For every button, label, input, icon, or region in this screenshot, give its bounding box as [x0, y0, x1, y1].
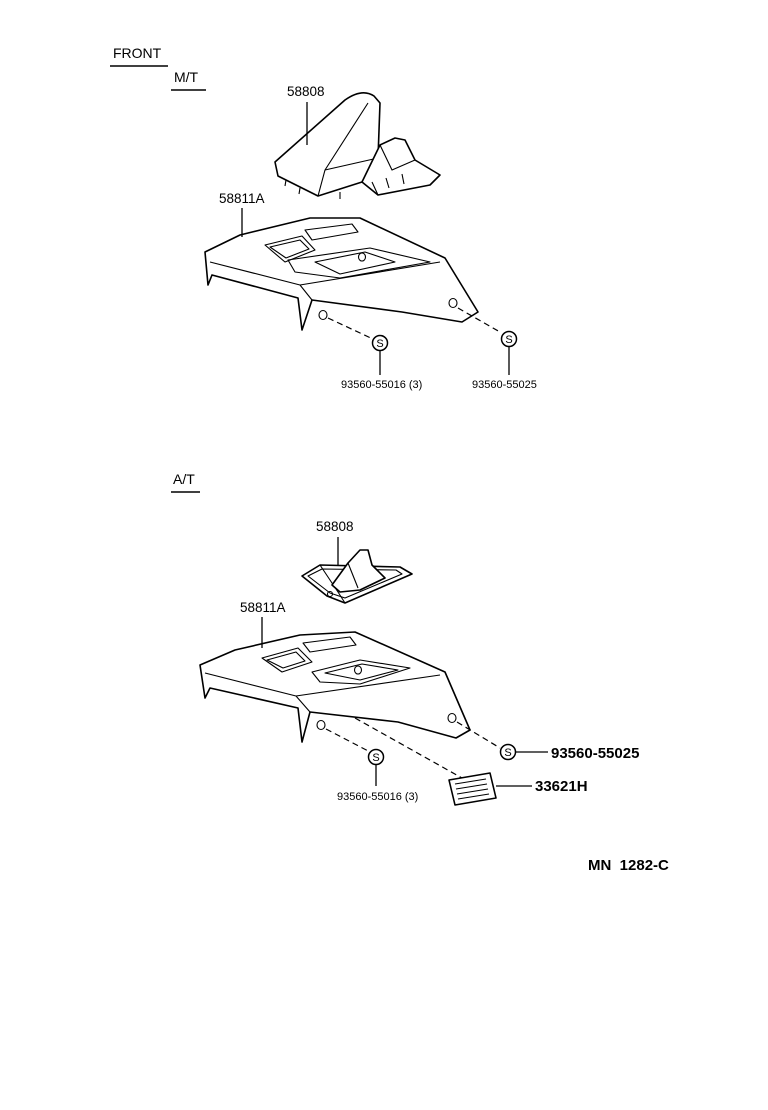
- at-screw-hole-right: [447, 712, 457, 724]
- mt-screw-right-symbol: S: [505, 334, 512, 346]
- mt-screw-right-part-number: 93560-55025: [472, 379, 537, 391]
- at-screw-left-symbol: S: [372, 752, 379, 764]
- front-label: FRONT: [113, 45, 162, 61]
- at-boot-part-number: 58808: [316, 519, 354, 534]
- at-screw-right-icon: [499, 743, 517, 761]
- at-caution-label: [448, 772, 497, 806]
- at-console-part-number: 58811A: [240, 600, 286, 615]
- at-screw-hole-left: [316, 719, 326, 731]
- at-shift-boot: [301, 549, 413, 604]
- at-screw-left-part-number: 93560-55016 (3): [337, 791, 418, 803]
- at-screw-left-icon: [367, 748, 385, 766]
- mt-console-part-number: 58811A: [219, 191, 265, 206]
- mt-console-panel: [204, 217, 479, 331]
- mt-screw-left-dash: [327, 317, 376, 341]
- at-screw-right-symbol: S: [504, 747, 511, 759]
- at-screw-right-dash: [456, 721, 501, 749]
- mt-screw-left-symbol: S: [376, 338, 383, 350]
- mt-screw-right-icon: [500, 330, 518, 348]
- at-screw-left-dash: [325, 728, 373, 754]
- at-title: A/T: [173, 471, 195, 487]
- mt-boot-part-number: 58808: [287, 84, 325, 99]
- at-label-part-number: 33621H: [535, 778, 588, 795]
- at-label-dash: [354, 717, 463, 779]
- mt-screw-hole-right: [448, 297, 458, 309]
- mt-screw-hole-left: [318, 309, 328, 321]
- mt-section: M/T 58808: [171, 69, 537, 391]
- mt-screw-left-icon: [371, 334, 389, 352]
- mt-title: M/T: [174, 69, 199, 85]
- mt-screw-right-dash: [457, 307, 501, 333]
- at-console-panel: [199, 631, 471, 743]
- at-screw-right-part-number: 93560-55025: [551, 745, 639, 762]
- mt-shift-boot: [274, 92, 441, 199]
- mt-screw-left-part-number: 93560-55016 (3): [341, 379, 422, 391]
- diagram-code: MN 1282-C: [588, 857, 669, 874]
- at-section: A/T 58808 58811A: [171, 471, 639, 806]
